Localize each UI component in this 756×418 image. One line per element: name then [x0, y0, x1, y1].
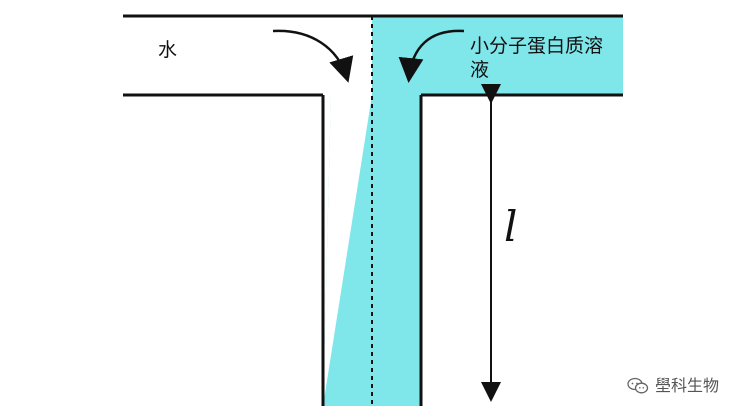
solution-inflow-arrow: [398, 29, 465, 83]
length-label: l: [504, 202, 518, 251]
watermark: 壆科生物: [627, 377, 719, 395]
water-label: 水: [158, 39, 178, 61]
watermark-text: 壆科生物: [655, 376, 720, 395]
protein-solution-label: 小分子蛋白质溶液: [470, 35, 604, 81]
wechat-chat-icon: [627, 377, 649, 394]
water-channel-wedge: [323, 95, 372, 406]
water-inflow-arrow: [272, 29, 354, 83]
